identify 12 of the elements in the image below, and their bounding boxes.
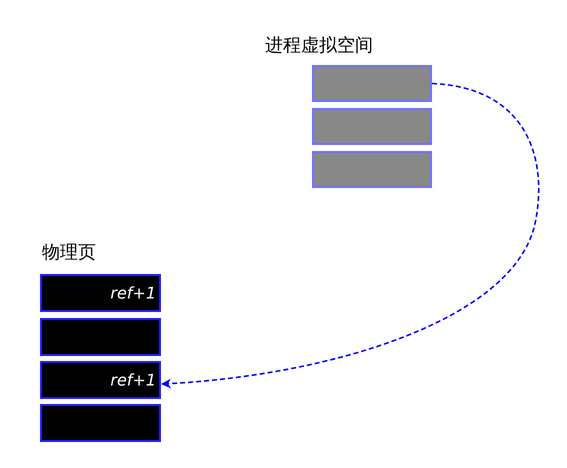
ref-count-label: ref+1 xyxy=(110,370,156,390)
physical-page-block xyxy=(40,404,161,442)
physical-page-block xyxy=(40,318,161,356)
virtual-page-block xyxy=(312,151,432,188)
group-heading: 进程虚拟空间 xyxy=(265,34,373,57)
ref-count-label: ref+1 xyxy=(110,284,156,302)
virtual-page-block xyxy=(312,108,432,145)
physical-page-block xyxy=(40,274,161,312)
physical-page-block xyxy=(40,361,161,399)
virtual-page-block xyxy=(312,65,432,102)
dashed-arrow xyxy=(161,82,540,388)
group-heading: 物理页 xyxy=(42,241,96,264)
